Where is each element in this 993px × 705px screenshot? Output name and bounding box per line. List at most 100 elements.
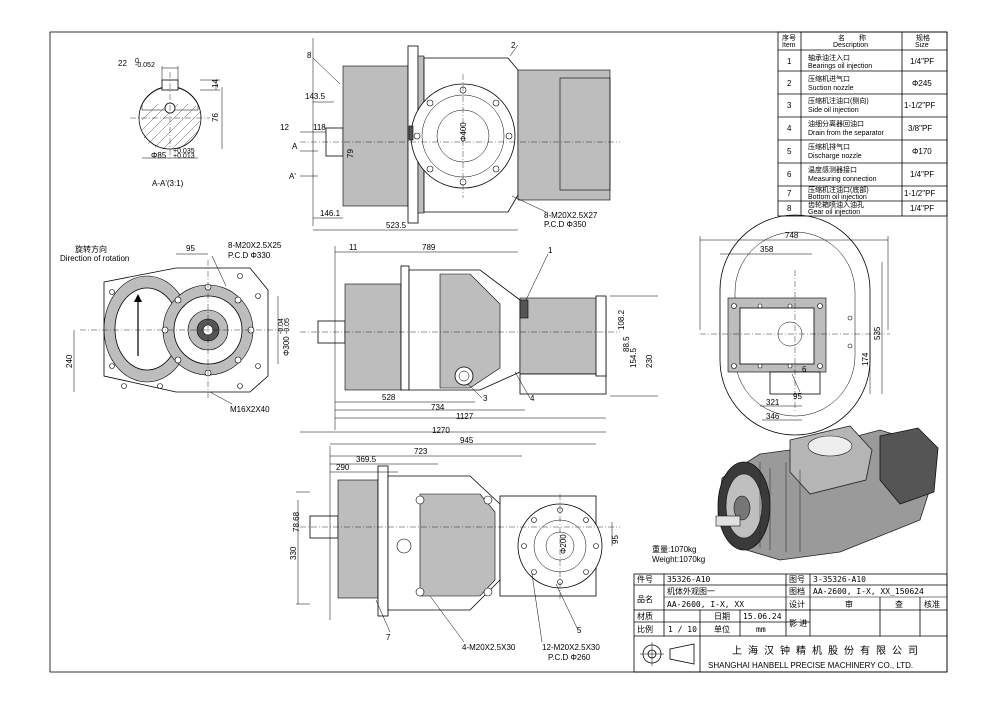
- part-8-cn: 齿轮箱喷油入油孔: [808, 200, 864, 209]
- section-key-depth: 14: [211, 79, 220, 88]
- side-balloon-4: 4: [530, 394, 535, 403]
- part-2-size: Φ245: [912, 79, 932, 88]
- section-shaft-tol-upper: +0.035: [173, 148, 195, 155]
- part-4-en: Drain from the separator: [808, 130, 885, 137]
- tb-approve-label: 核准: [924, 599, 940, 609]
- tb-date-value: 15.06.24: [743, 612, 782, 621]
- top-dim-12: 12: [280, 123, 289, 132]
- isometric-render: 重量:1070kg Weight:1070kg: [652, 425, 939, 564]
- end-dim-174: 174: [861, 352, 870, 366]
- part-1-size: 1/4"PF: [910, 57, 934, 66]
- tb-company-en: SHANGHAI HANBELL PRECISE MACHINERY CO., …: [708, 661, 913, 670]
- end-dim-321: 321: [766, 398, 780, 407]
- parts-header-name-en: Description: [833, 42, 868, 49]
- bottom-right-pcd-note: P.C.D Φ260: [548, 653, 591, 662]
- bottom-balloon-5: 5: [577, 626, 582, 635]
- front-pcd-note: P.C.D Φ330: [228, 251, 271, 260]
- part-6-item: 6: [787, 170, 792, 179]
- part-1-en: Bearings oil injection: [808, 63, 872, 70]
- side-dim-1270: 1270: [432, 426, 450, 435]
- tb-scale-label: 比例: [637, 624, 653, 634]
- bottom-dim-95: 95: [611, 535, 620, 544]
- part-7-en: Bottom oil injection: [808, 194, 867, 201]
- part-2-cn: 压缩机进气口: [808, 74, 850, 83]
- end-dim-748: 748: [785, 231, 799, 240]
- end-balloon-6: 6: [802, 365, 807, 374]
- part-7-item: 7: [787, 189, 792, 198]
- rotation-label-cn: 旋转方向: [75, 244, 107, 254]
- part-4-item: 4: [787, 124, 792, 133]
- bottom-dim-723: 723: [414, 447, 428, 456]
- end-dim-95: 95: [793, 392, 802, 401]
- tb-file-name: AA-2600, I-X, XX_150624: [813, 587, 924, 596]
- bottom-view: Φ200 945 723 369.5 290 330 78.68 95 7 5 …: [289, 436, 620, 662]
- section-height: 76: [211, 113, 220, 122]
- part-1-cn: 轴承油注入口: [808, 53, 850, 62]
- top-mark-a-prime: A': [289, 172, 296, 181]
- tb-scale-value: 1 / 10: [668, 625, 697, 634]
- top-dim-523-5: 523.5: [386, 221, 407, 230]
- bottom-right-bolt-note: 12-M20X2.5X30: [542, 643, 600, 652]
- parts-header-name-cn: 名 称: [838, 33, 866, 42]
- part-6-en: Measuring connection: [808, 176, 877, 183]
- tb-part-no-label: 件号: [637, 574, 653, 584]
- front-bottom-note: M16X2X40: [230, 405, 270, 414]
- tb-date-label: 日期: [714, 612, 730, 621]
- front-dim-95: 95: [186, 244, 195, 253]
- bottom-dim-945: 945: [460, 436, 474, 445]
- side-dim-1127: 1127: [456, 412, 474, 421]
- title-block: 件号 35326-A10 图号 3-35326-A10 品名 机体外观图一 AA…: [633, 573, 948, 673]
- part-3-size: 1-1/2"PF: [904, 101, 935, 110]
- tb-name-line2: AA-2600, I-X, XX: [667, 600, 744, 609]
- weight-en: Weight:1070kg: [652, 555, 705, 564]
- part-6-cn: 温度感测器接口: [808, 165, 857, 174]
- front-view: 旋转方向 Direction of rotation 95 240 Φ300 -…: [60, 241, 291, 414]
- section-shaft-dia: Φ85: [151, 151, 167, 160]
- side-balloon-1: 1: [548, 246, 553, 255]
- tb-name-line1: 机体外观图一: [667, 586, 715, 596]
- tb-unit-value: mm: [756, 625, 766, 634]
- rotation-label-en: Direction of rotation: [60, 254, 129, 263]
- parts-header-size-cn: 规格: [916, 33, 930, 42]
- end-dim-358: 358: [760, 245, 774, 254]
- projection-symbol-icon: [640, 642, 695, 666]
- part-5-cn: 压缩机排气口: [808, 142, 850, 151]
- bottom-dim-330: 330: [289, 546, 298, 560]
- side-dim-154-5: 154.5: [629, 347, 638, 368]
- front-dim-240: 240: [65, 354, 74, 368]
- front-bolt-note: 8-M20X2.5X25: [228, 241, 282, 250]
- side-dim-789: 789: [422, 243, 436, 252]
- section-key-width: 22: [118, 59, 127, 68]
- top-view: Φ400 8 2 143.5 12 118 79 146.1 523.5 A A…: [280, 38, 620, 231]
- top-dim-118: 118: [313, 123, 326, 132]
- tb-name-label: 品名: [637, 594, 653, 604]
- side-dim-230: 230: [645, 354, 654, 368]
- part-2-item: 2: [787, 79, 792, 88]
- part-7-cn: 压缩机注油口(底部): [808, 185, 869, 194]
- section-label: A-A'(3:1): [152, 179, 184, 188]
- part-8-en: Gear oil injection: [808, 209, 860, 216]
- tb-design-label: 设计: [789, 599, 805, 609]
- tb-material-label: 材质: [637, 611, 653, 621]
- tb-file-label: 图档: [789, 586, 805, 596]
- bottom-phi200: Φ200: [559, 534, 568, 554]
- part-4-cn: 油细分离器回油口: [808, 119, 864, 128]
- parts-header-no-cn: 序号: [782, 33, 796, 42]
- tb-unit-label: 单位: [714, 624, 730, 634]
- top-balloon-8: 8: [307, 51, 312, 60]
- top-mark-a: A: [292, 142, 298, 151]
- end-view: 748 358 535 174 6 321 95 346: [699, 214, 890, 436]
- section-shaft-tol-lower: +0.013: [173, 153, 195, 160]
- top-bolt-note: 8-M20X2.5X27: [544, 211, 598, 220]
- side-view: 11 789 528 734 1127 1270 108.2 88.5 154.…: [300, 243, 658, 435]
- side-dim-88-5: 88.5: [622, 336, 631, 352]
- tb-projection-label: 影 进: [789, 618, 807, 628]
- side-dim-734: 734: [431, 403, 445, 412]
- front-tol-2: -0.05: [284, 318, 291, 334]
- side-dim-108-2: 108.2: [617, 309, 626, 330]
- tb-drawing-no: 3-35326-A10: [813, 575, 866, 584]
- drawing-border: [49, 31, 948, 673]
- section-key-tol: -0.052: [135, 62, 155, 69]
- part-2-en: Suction nozzle: [808, 85, 854, 92]
